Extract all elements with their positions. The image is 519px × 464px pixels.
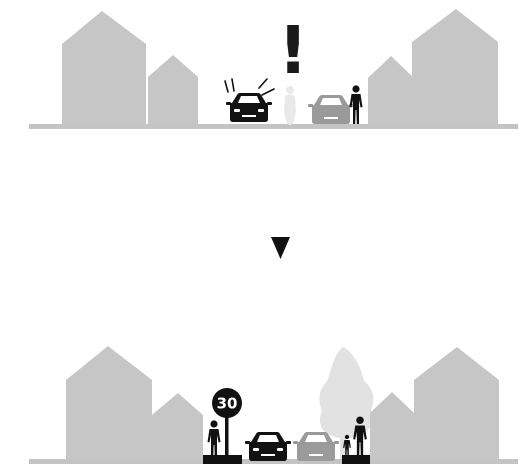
car-icon — [245, 432, 291, 461]
cyclist-icon — [284, 86, 296, 125]
house-icon — [370, 392, 414, 460]
ground-line — [29, 124, 518, 129]
house-icon — [148, 55, 198, 125]
speed-limit-value: 30 — [217, 395, 238, 413]
alarm-lines — [225, 79, 274, 95]
top-scene: ! — [29, 9, 518, 129]
person-icon — [208, 420, 221, 459]
sidewalk-left — [203, 455, 242, 464]
house-icon — [66, 346, 152, 460]
bottom-scene: 30 — [29, 346, 518, 464]
down-triangle-icon — [271, 237, 290, 259]
house-icon — [412, 9, 498, 125]
house-icon — [368, 56, 414, 125]
house-icon — [152, 393, 203, 460]
house-icon — [414, 347, 499, 460]
car-icon — [308, 95, 354, 124]
alert-mark: ! — [278, 12, 308, 89]
house-icon — [62, 11, 146, 125]
car-icon — [293, 432, 339, 461]
person-icon — [350, 85, 363, 124]
car-icon — [226, 93, 272, 122]
